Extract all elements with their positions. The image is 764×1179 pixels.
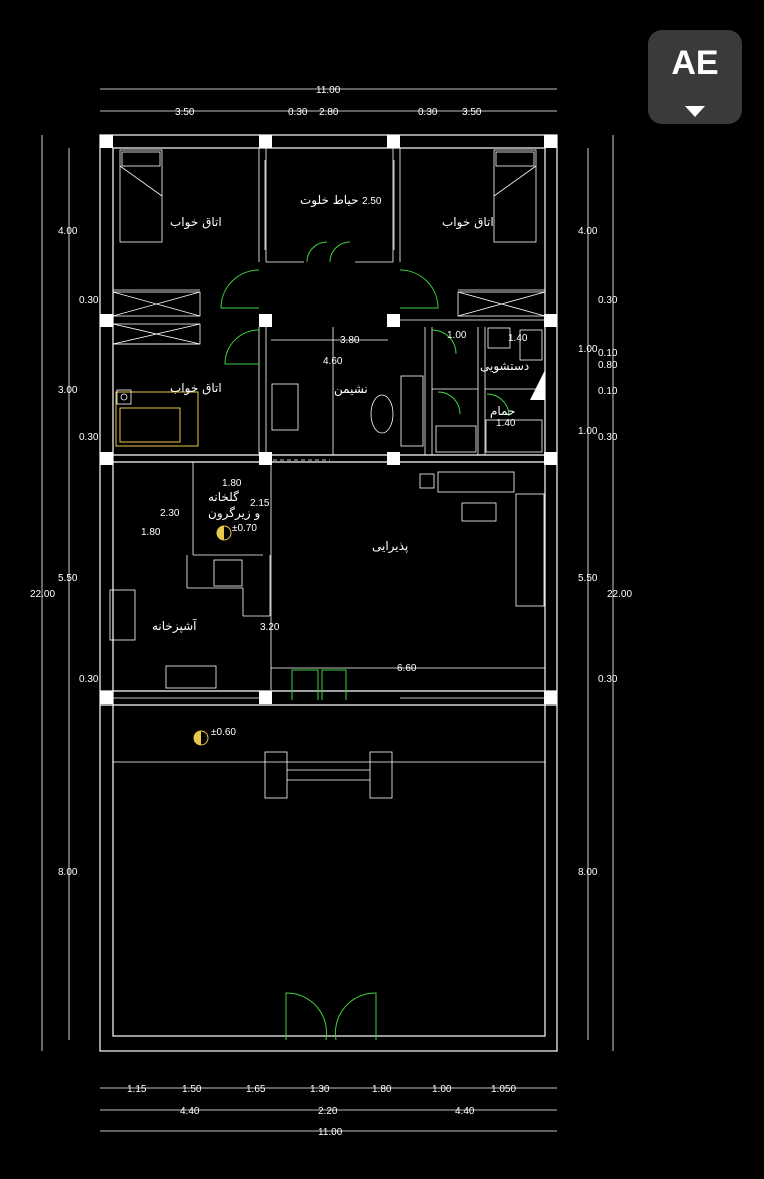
dimension-lines [41, 88, 614, 1132]
dim-left-0-30-b: 0.30 [79, 432, 99, 443]
dim-top-total: 11.00 [316, 85, 341, 96]
dim-right-total: 22.00 [607, 589, 632, 600]
room-wc: دستشویی [480, 359, 529, 374]
room-bedroom-right: اتاق خواب [442, 215, 494, 230]
level-text-070: ±0.70 [232, 523, 257, 534]
dim-bottom-1-00: 1.00 [432, 1084, 452, 1095]
room-bedroom-lower: اتاق خواب [170, 381, 222, 396]
dim-inner-2-50: 2.50 [362, 196, 382, 207]
dim-right-1-00-a: 1.00 [578, 344, 598, 355]
text-style-button[interactable]: AE [648, 30, 742, 124]
level-text-060: ±0.60 [211, 727, 236, 738]
structural-columns [100, 135, 557, 704]
dim-bottom-1-30: 1.30 [310, 1084, 330, 1095]
dim-right-0-30-a: 0.30 [598, 295, 618, 306]
level-markers [193, 525, 232, 746]
dim-inner-4-60: 4.60 [323, 356, 343, 367]
dim-right-5-50: 5.50 [578, 573, 598, 584]
dim-right-8-00: 8.00 [578, 867, 598, 878]
dim-top-0-30-left: 0.30 [288, 107, 308, 118]
dim-left-0-30-a: 0.30 [79, 295, 99, 306]
interior-walls [113, 148, 545, 617]
dropdown-arrow-icon[interactable] [685, 106, 705, 117]
dim-bottom-1-50: 1.50 [182, 1084, 202, 1095]
dim-bottom-4-40-left: 4.40 [180, 1106, 200, 1117]
dim-inner-1-00: 1.00 [447, 330, 467, 341]
dim-inner-2-30: 2.30 [160, 508, 180, 519]
dim-right-4-00: 4.00 [578, 226, 598, 237]
dim-inner-6-60: 6.60 [397, 663, 417, 674]
dim-left-0-30-c: 0.30 [79, 674, 99, 685]
dim-left-8-00: 8.00 [58, 867, 78, 878]
dimension-texts: 11.00 3.50 0.30 2.80 0.30 3.50 4.00 0.30… [30, 85, 632, 1138]
windows [100, 160, 544, 699]
dim-top-0-30-right: 0.30 [418, 107, 438, 118]
room-courtyard: حیاط خلوت [300, 193, 359, 208]
dim-right-0-30-b: 0.30 [598, 432, 618, 443]
furniture [109, 327, 545, 799]
dim-left-total: 22.00 [30, 589, 55, 600]
room-kitchen: آشپزخانه [152, 618, 197, 634]
dim-inner-1-80-a: 1.80 [222, 478, 242, 489]
room-bath: حمام [490, 404, 515, 418]
dim-left-3-00: 3.00 [58, 385, 78, 396]
room-reception: پذیرایی [372, 539, 408, 554]
dim-bottom-1-80: 1.80 [372, 1084, 392, 1095]
wardrobes [112, 291, 546, 345]
dim-bottom-1-15: 1.15 [127, 1084, 147, 1095]
room-greenhouse-2: و زیرگرون [208, 506, 260, 521]
dim-inner-1-80-b: 1.80 [141, 527, 161, 538]
dim-inner-2-15: 2.15 [250, 498, 270, 509]
dim-top-3-50-right: 3.50 [462, 107, 482, 118]
dim-top-3-50-left: 3.50 [175, 107, 195, 118]
dim-right-1-00-b: 1.00 [578, 426, 598, 437]
room-bedroom-left: اتاق خواب [170, 215, 222, 230]
dim-right-0-30-c: 0.30 [598, 674, 618, 685]
dim-inner-1-40-a: 1.40 [508, 333, 528, 344]
dim-bottom-2-20: 2.20 [318, 1106, 338, 1117]
dim-right-0-10-a: 0.10 [598, 348, 618, 359]
outer-walls [99, 134, 558, 1052]
room-greenhouse-1: گلخانه [208, 490, 239, 504]
dim-right-0-10-b: 0.10 [598, 386, 618, 397]
room-labels: اتاق خواب اتاق خواب اتاق خواب حیاط خلوت … [152, 193, 529, 634]
dim-left-5-50: 5.50 [58, 573, 78, 584]
dim-right-0-80: 0.80 [598, 360, 618, 371]
text-style-icon: AE [671, 44, 719, 82]
dim-inner-3-80: 3.80 [340, 335, 360, 346]
dim-bottom-4-40-right: 4.40 [455, 1106, 475, 1117]
room-living: نشیمن [334, 382, 368, 397]
dim-inner-1-40-b: 1.40 [496, 418, 516, 429]
doors [220, 241, 510, 1041]
dim-inner-3-20: 3.20 [260, 622, 280, 633]
dim-top-2-80: 2.80 [319, 107, 339, 118]
dim-bottom-1-65: 1.65 [246, 1084, 266, 1095]
dim-bottom-total: 11.00 [318, 1127, 343, 1138]
beds [115, 149, 537, 447]
dim-bottom-1-050: 1.050 [491, 1084, 516, 1095]
dim-left-4-00: 4.00 [58, 226, 78, 237]
